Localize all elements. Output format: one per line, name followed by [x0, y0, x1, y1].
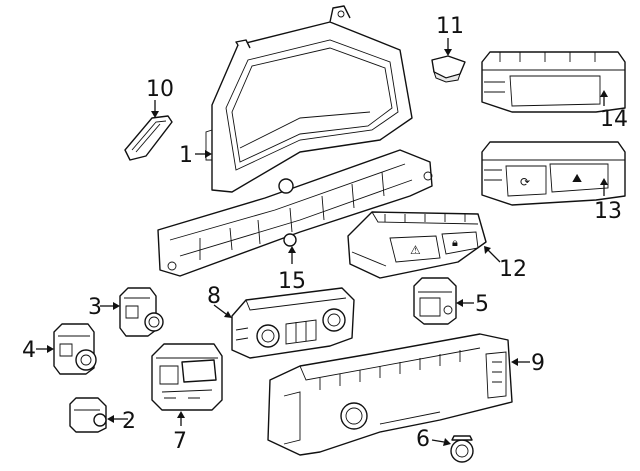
callout-4: 4 [22, 338, 36, 363]
part-11-clip [431, 55, 466, 83]
callout-3: 3 [88, 295, 102, 320]
part-2-push-switch [69, 397, 107, 433]
callout-8: 8 [207, 284, 221, 309]
part-15-support-bracket [157, 149, 433, 277]
part-5-connector [413, 277, 457, 325]
part-9-trim-panel [267, 333, 513, 456]
callout-7: 7 [173, 429, 187, 454]
callout-14: 14 [600, 107, 628, 132]
drive-mode-icon: ⟳ [520, 175, 530, 189]
leader-lines [36, 38, 608, 446]
part-3-switch [119, 287, 164, 337]
hill-descent-icon: ⛰ [572, 171, 582, 185]
callout-labels: 1 2 3 4 5 6 7 8 9 10 11 12 13 14 15 [22, 14, 628, 454]
callout-1: 1 [179, 143, 193, 168]
part-12-hazard-panel: ⚠ 🔒︎ [347, 211, 487, 279]
part-1-cluster-bezel [205, 5, 413, 193]
callout-5: 5 [475, 292, 489, 317]
part-4-switch [53, 323, 97, 375]
callout-9: 9 [531, 351, 545, 376]
callout-2: 2 [122, 409, 136, 434]
part-14-switch-panel [481, 51, 626, 113]
callout-15: 15 [278, 269, 306, 294]
callout-10: 10 [146, 77, 174, 102]
part-10-sensor [124, 115, 173, 161]
lock-icon: 🔒︎ [452, 236, 458, 249]
callout-13: 13 [594, 199, 622, 224]
hazard-warning-icon: ⚠ [410, 243, 421, 257]
part-7-switch-assembly [151, 343, 223, 411]
part-6-knob [450, 435, 474, 463]
callout-6: 6 [416, 427, 430, 452]
part-8-climate-control [231, 287, 355, 359]
part-13-switch-panel: ⟳ ⛰ [481, 141, 626, 206]
callout-11: 11 [436, 14, 464, 39]
callout-12: 12 [499, 257, 527, 282]
